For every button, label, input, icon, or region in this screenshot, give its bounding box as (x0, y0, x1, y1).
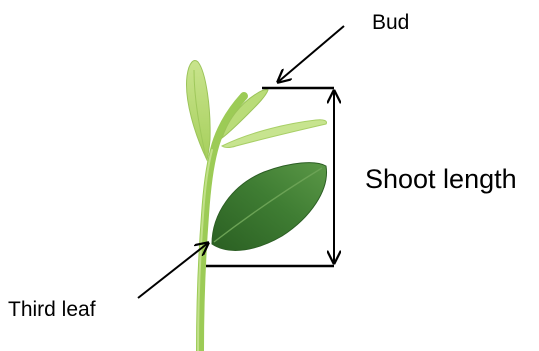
third-leaf-label: Third leaf (8, 299, 96, 320)
shoot-length-label: Shoot length (365, 166, 517, 193)
bud-label: Bud (372, 12, 409, 33)
young-leaf-left (187, 61, 211, 160)
bud-arrow (278, 26, 344, 82)
